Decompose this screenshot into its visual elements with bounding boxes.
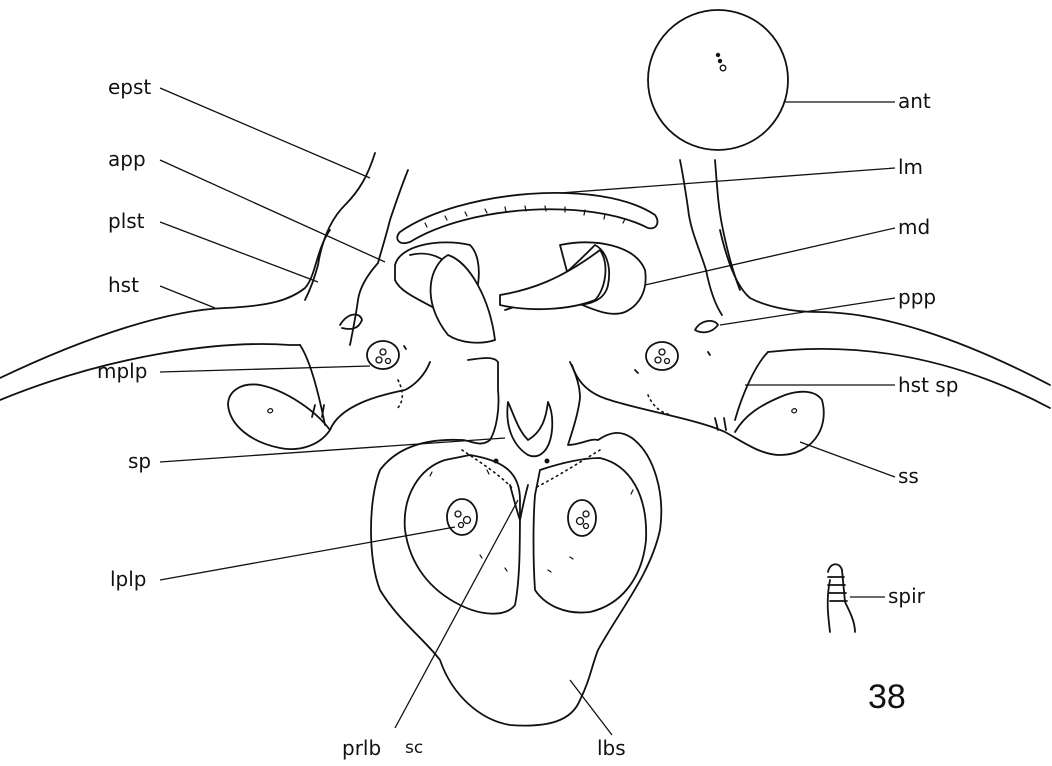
spiracle xyxy=(828,564,855,632)
label-prlb: prlb xyxy=(342,736,381,760)
label-plst: plst xyxy=(108,209,145,233)
label-lplp: lplp xyxy=(110,567,147,591)
labium xyxy=(371,358,661,726)
label-ppp: ppp xyxy=(898,285,936,309)
label-lm: lm xyxy=(898,155,923,179)
antenna xyxy=(648,10,788,150)
maxillary-palps xyxy=(367,341,678,370)
leader-lines xyxy=(160,88,895,735)
left-labial-palp xyxy=(447,499,477,535)
label-sp: sp xyxy=(128,449,151,473)
mandibles xyxy=(395,242,646,342)
label-sc: sc xyxy=(405,738,423,758)
label-spir: spir xyxy=(888,584,926,608)
labrum xyxy=(397,193,657,243)
label-lbs: lbs xyxy=(597,736,626,760)
labels: epst app plst hst mplp sp lplp prlb sc l… xyxy=(97,75,958,760)
label-ant: ant xyxy=(898,89,931,113)
figure-number: 38 xyxy=(868,678,906,716)
label-epst: epst xyxy=(108,75,151,99)
label-hst-sp: hst sp xyxy=(898,373,958,397)
label-ss: ss xyxy=(898,464,919,488)
right-labial-palp xyxy=(568,500,596,536)
label-app: app xyxy=(108,147,146,171)
label-mplp: mplp xyxy=(97,359,147,383)
label-md: md xyxy=(898,215,930,239)
label-hst: hst xyxy=(108,273,139,297)
